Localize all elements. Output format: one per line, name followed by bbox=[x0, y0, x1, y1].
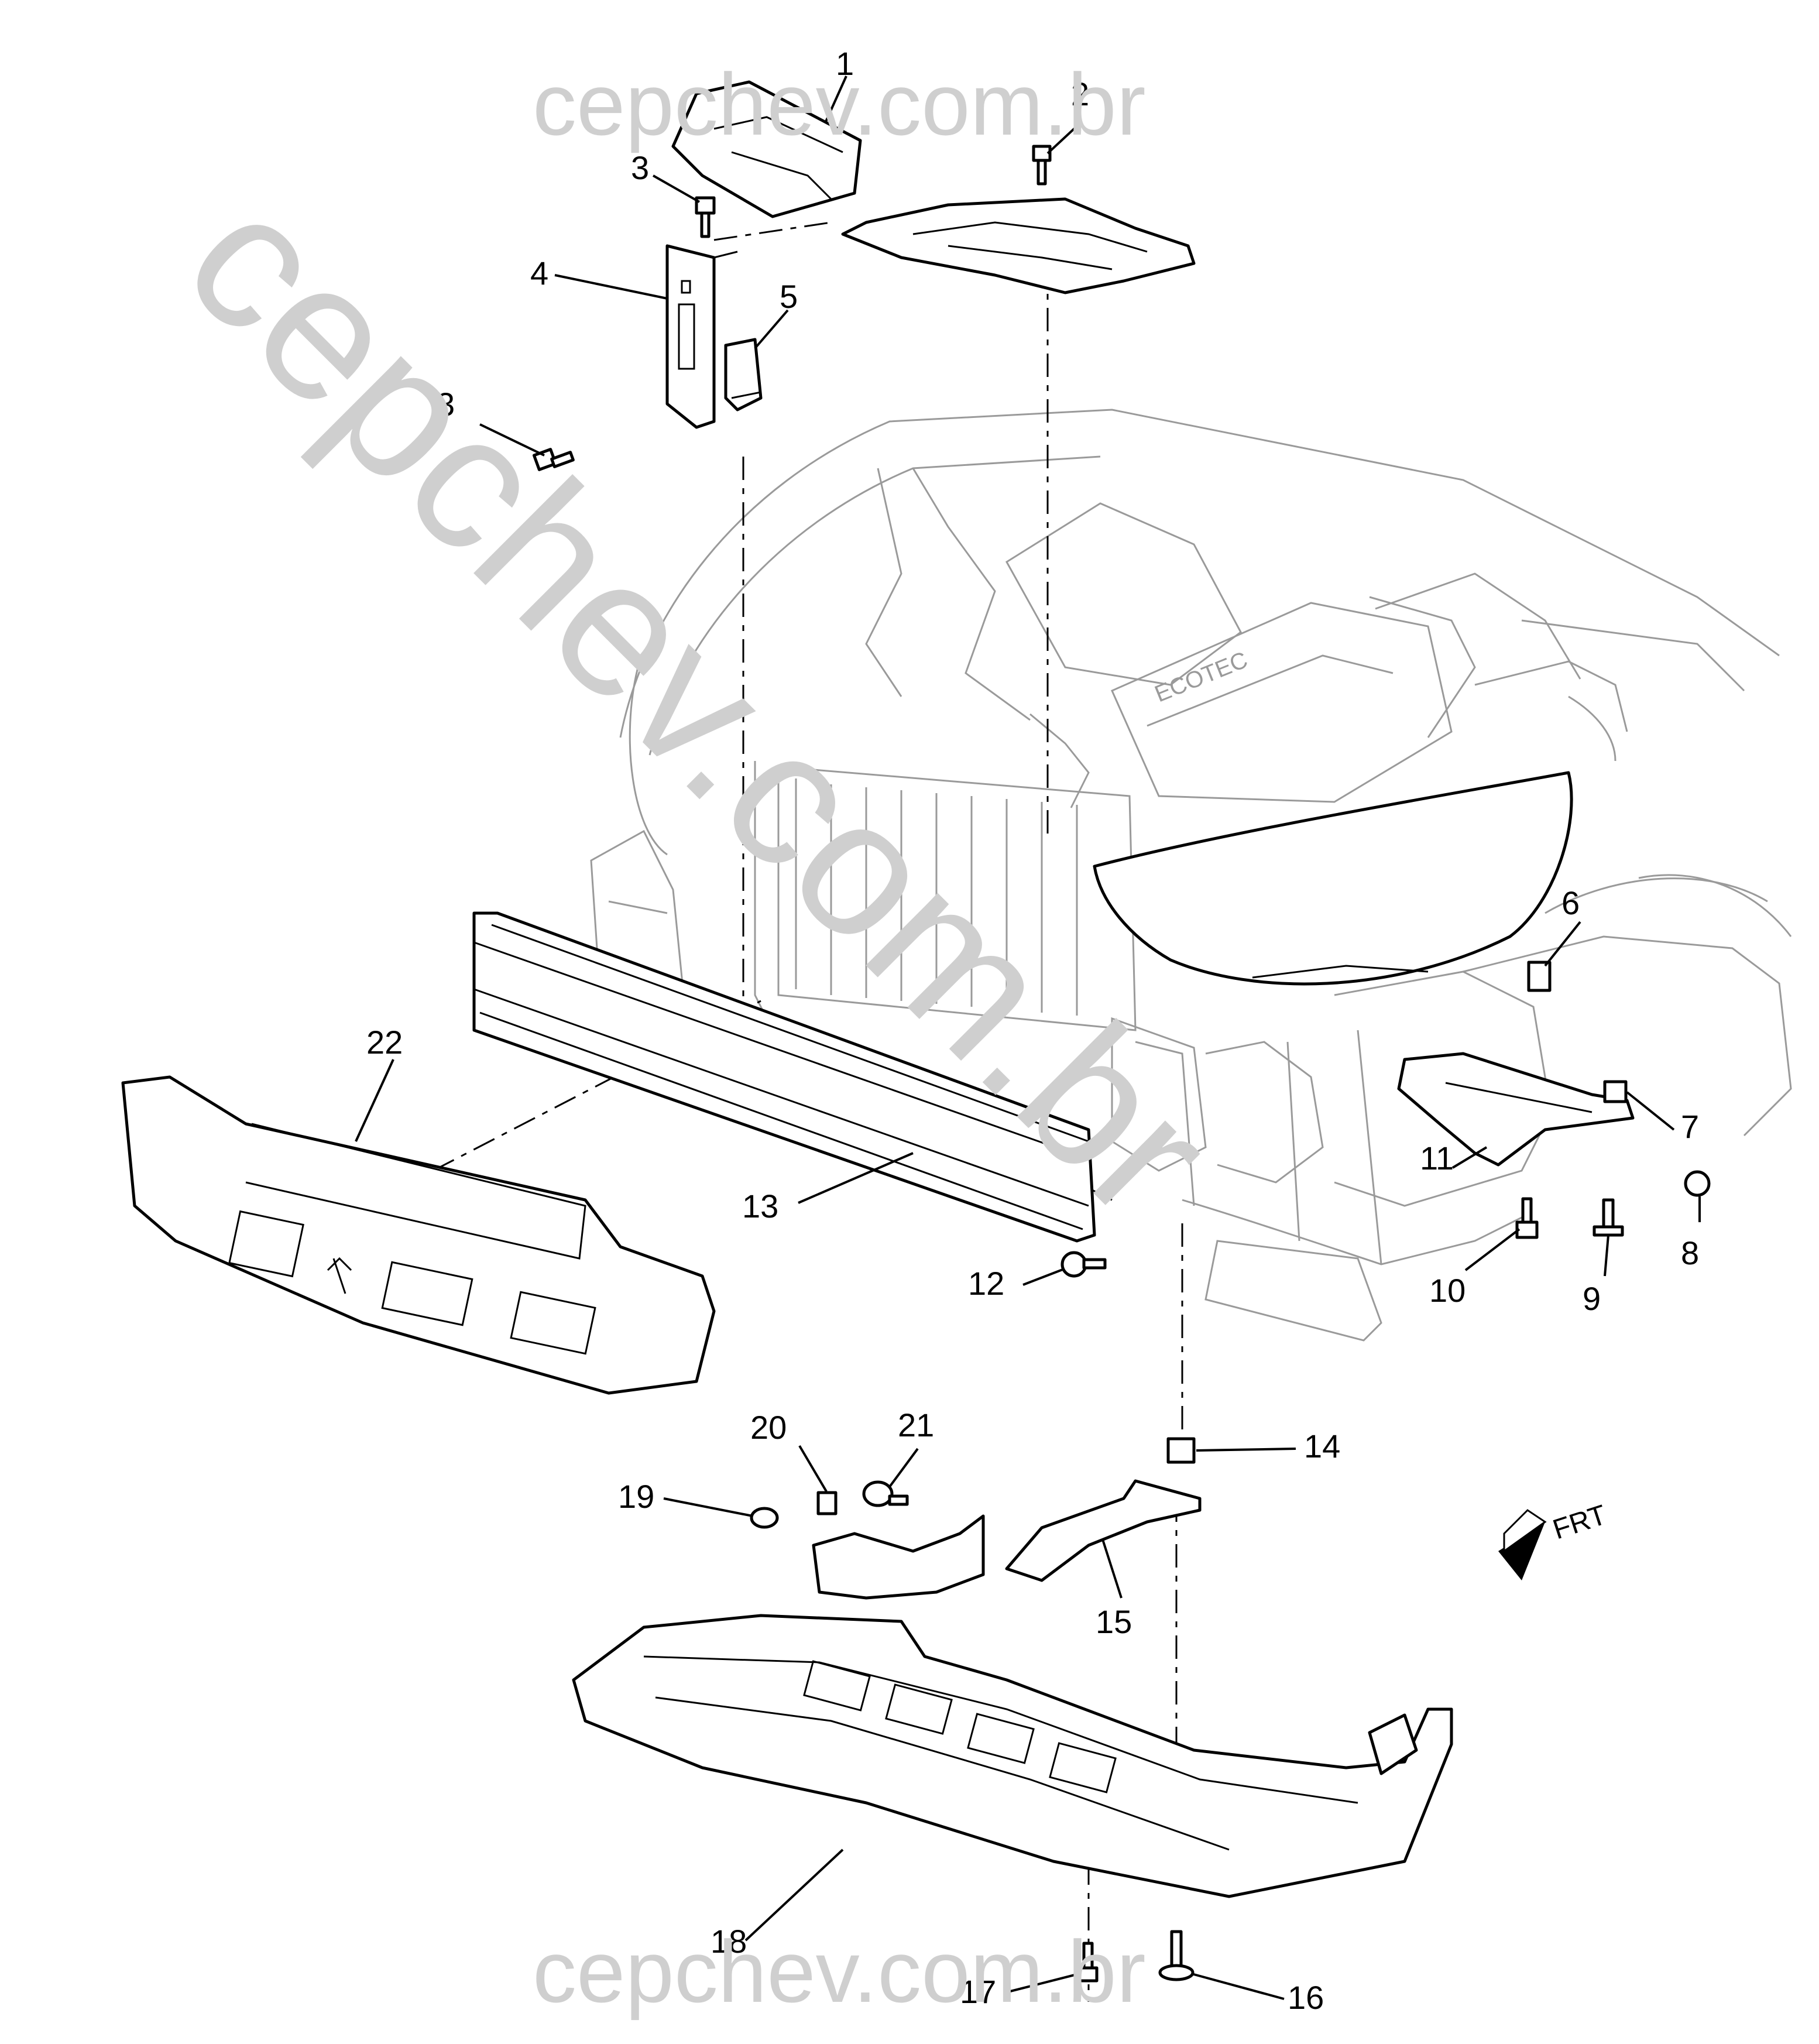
front-direction-indicator: FRT bbox=[1498, 1499, 1610, 1580]
callout-4: 4 bbox=[530, 255, 548, 291]
watermark-top: cepchev.com.br bbox=[533, 55, 1146, 153]
callout-14: 14 bbox=[1304, 1428, 1340, 1465]
watermark-bottom: cepchev.com.br bbox=[533, 1922, 1146, 2021]
callout-2: 2 bbox=[1071, 76, 1089, 112]
callout-18: 18 bbox=[711, 1923, 747, 1960]
hood-panel bbox=[1093, 771, 1573, 986]
engine-cover-label: ECOTEC bbox=[1151, 647, 1251, 707]
bumper-impact-bar-13 bbox=[472, 911, 1096, 1243]
callout-3-lower: 3 bbox=[437, 386, 455, 423]
callout-20: 20 bbox=[750, 1409, 787, 1446]
push-pin-21 bbox=[862, 1480, 909, 1507]
callout-5: 5 bbox=[780, 278, 798, 315]
washer-19 bbox=[750, 1507, 779, 1529]
callout-leaders bbox=[355, 76, 1701, 2000]
callout-numbers: 1 2 3 3 4 5 6 7 8 9 10 11 12 13 14 15 16… bbox=[366, 45, 1699, 2016]
callout-10: 10 bbox=[1429, 1272, 1466, 1309]
callout-17: 17 bbox=[960, 1973, 996, 2010]
callout-19: 19 bbox=[618, 1478, 654, 1515]
callout-12: 12 bbox=[968, 1265, 1004, 1302]
bracket-5 bbox=[724, 338, 763, 411]
callout-15: 15 bbox=[1096, 1603, 1132, 1640]
bolt-8 bbox=[1684, 1170, 1711, 1197]
radiator-support-upper bbox=[841, 197, 1196, 294]
callout-16: 16 bbox=[1288, 1979, 1324, 2016]
push-pin-9 bbox=[1593, 1198, 1624, 1237]
callout-11: 11 bbox=[1420, 1140, 1454, 1177]
upper-tie-bar-panel bbox=[671, 80, 862, 218]
clip-14 bbox=[1166, 1437, 1196, 1464]
front-direction-label: FRT bbox=[1549, 1499, 1610, 1545]
callout-21: 21 bbox=[898, 1407, 934, 1443]
clip-6 bbox=[1527, 961, 1552, 992]
callout-8: 8 bbox=[1681, 1234, 1699, 1271]
deflector-bracket bbox=[812, 1514, 985, 1600]
bracket-11 bbox=[1397, 1052, 1635, 1167]
vehicle-front-structure bbox=[590, 409, 1792, 1342]
bolt-10 bbox=[1515, 1197, 1539, 1239]
bolt-3-lower bbox=[532, 448, 575, 471]
underbody-shield-18 bbox=[572, 1614, 1453, 1898]
bolt-12 bbox=[1060, 1251, 1107, 1278]
callout-13: 13 bbox=[742, 1188, 778, 1225]
radiator-bracket-4 bbox=[665, 244, 716, 429]
callout-3-upper: 3 bbox=[631, 149, 649, 186]
callout-1: 1 bbox=[836, 45, 854, 82]
bolt-3-upper bbox=[695, 196, 716, 238]
nut-7 bbox=[1603, 1080, 1628, 1103]
nut-20 bbox=[816, 1491, 838, 1515]
bracket-15 bbox=[1005, 1479, 1202, 1582]
bolt-2 bbox=[1032, 145, 1052, 186]
callout-22: 22 bbox=[366, 1024, 403, 1061]
push-pin-16 bbox=[1158, 1930, 1195, 1981]
energy-absorber-22 bbox=[121, 1075, 716, 1395]
callout-7: 7 bbox=[1681, 1108, 1699, 1145]
bolt-17 bbox=[1077, 1942, 1099, 1983]
callout-6: 6 bbox=[1561, 884, 1580, 921]
callout-9: 9 bbox=[1583, 1280, 1601, 1317]
